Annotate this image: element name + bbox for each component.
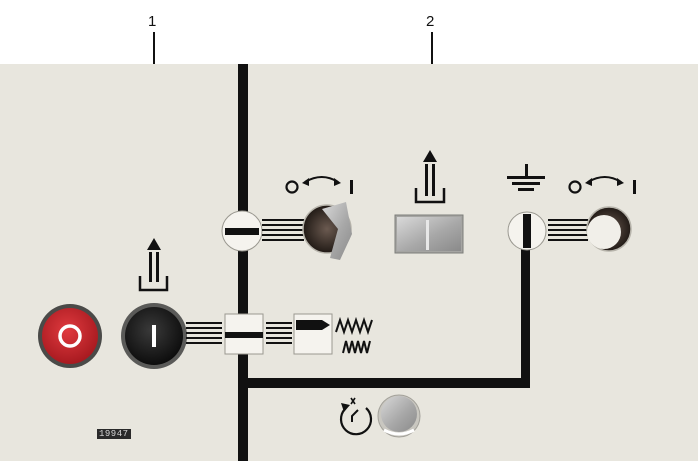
- serial-number-label: 19947: [97, 429, 131, 439]
- spring-discharged-icon: [342, 340, 371, 354]
- manual-spring-charge-icon: [339, 397, 373, 436]
- rack-in-out-icon: [414, 150, 446, 204]
- switchgear-front-panel: 19947: [0, 64, 698, 461]
- manual-charge-socket[interactable]: [377, 394, 421, 438]
- switch-state-indicator-left: [285, 176, 353, 194]
- breaker-state-indicator: [186, 313, 333, 355]
- callout-2-number: 2: [426, 13, 435, 30]
- close-button[interactable]: [121, 303, 187, 369]
- switch-state-indicator-right: [568, 176, 636, 194]
- callout-1-number: 1: [148, 13, 157, 30]
- racking-position-window: [394, 214, 464, 254]
- open-button[interactable]: [38, 304, 102, 368]
- earth-ground-icon: [507, 164, 545, 191]
- disconnector-indicator: [221, 202, 352, 260]
- rack-in-out-icon: [138, 238, 169, 292]
- mimic-diagram: [238, 64, 530, 461]
- spring-charged-icon: [335, 316, 373, 336]
- earthing-switch-indicator: [507, 206, 632, 252]
